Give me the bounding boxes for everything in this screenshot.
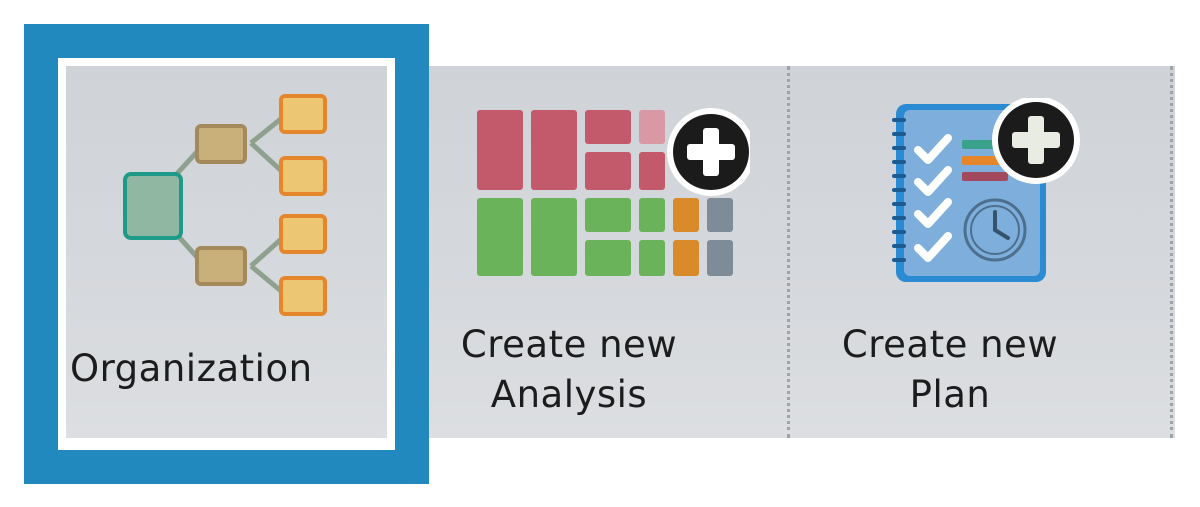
tile-organization[interactable]: Organization	[57, 66, 429, 438]
checklist-plan-add-icon	[892, 98, 1080, 282]
tile-divider	[1170, 66, 1173, 438]
tile-create-analysis-label: Create new Analysis	[460, 323, 678, 416]
tile-organization-label: Organization	[70, 347, 313, 390]
treemap-add-icon	[477, 108, 750, 276]
add-badge-icon	[992, 98, 1080, 184]
tile-create-plan[interactable]: Create new Plan	[790, 66, 1170, 438]
add-badge-icon	[667, 108, 750, 196]
tile-create-analysis[interactable]: Create new Analysis	[429, 66, 787, 438]
tile-divider	[787, 66, 790, 438]
tile-create-plan-label: Create new Plan	[841, 323, 1059, 416]
org-chart-icon	[123, 94, 327, 316]
